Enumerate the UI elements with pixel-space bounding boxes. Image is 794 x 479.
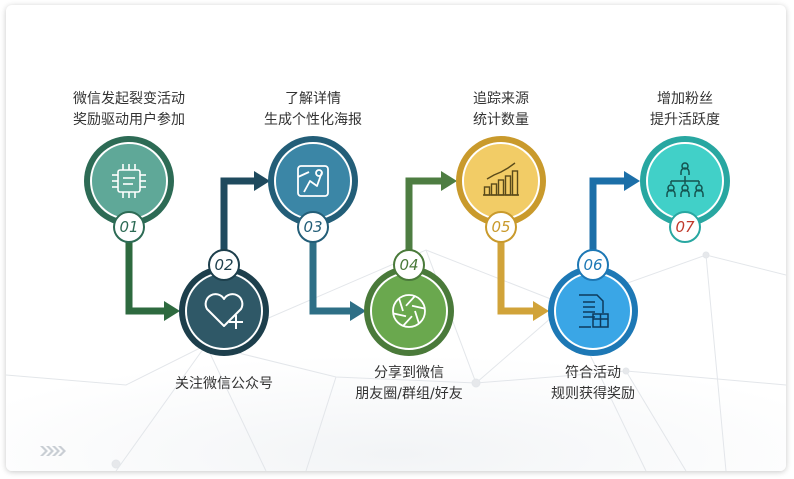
connector-arrow	[589, 171, 640, 251]
step-node: 02	[179, 249, 269, 356]
bar-chart-icon	[483, 162, 519, 196]
step-number-badge: 01	[113, 211, 145, 243]
step-number-badge: 07	[669, 211, 701, 243]
connector-arrow	[125, 241, 180, 321]
step-label-line: 追踪来源	[473, 91, 529, 107]
step-number-badge: 06	[577, 249, 609, 281]
step-number: 04	[399, 256, 418, 274]
step-label-line: 生成个性化海报	[264, 112, 362, 128]
step-label: 分享到微信朋友圈/群组/好友	[329, 363, 489, 405]
document-gift-icon	[579, 294, 609, 328]
step-label-line: 朋友圈/群组/好友	[355, 386, 463, 402]
step-node: 06	[548, 249, 638, 356]
step-number: 01	[119, 218, 138, 236]
connectors	[125, 171, 640, 321]
map-route-icon	[297, 165, 329, 197]
step-number: 03	[303, 218, 322, 236]
step-label: 增加粉丝提升活跃度	[605, 89, 765, 131]
step-label: 了解详情生成个性化海报	[233, 89, 393, 131]
step-number-badge: 04	[393, 249, 425, 281]
step-label-line: 增加粉丝	[657, 91, 713, 107]
heart-plus-icon	[204, 293, 244, 329]
step-label-line: 符合活动	[565, 365, 621, 381]
step-label-line: 规则获得奖励	[551, 386, 635, 402]
step-label-line: 提升活跃度	[650, 112, 720, 128]
aperture-icon	[392, 294, 426, 328]
step-nodes: 01 02 03 04 05 06 07	[84, 136, 730, 356]
step-number: 02	[214, 256, 233, 274]
step-number-badge: 02	[208, 249, 240, 281]
step-number-badge: 05	[485, 211, 517, 243]
connector-arrow	[220, 171, 270, 251]
step-number: 07	[675, 218, 695, 236]
step-number-badge: 03	[297, 211, 329, 243]
step-number: 06	[583, 256, 602, 274]
step-node: 04	[364, 249, 454, 356]
step-label-line: 统计数量	[473, 112, 529, 128]
connector-arrow	[309, 241, 366, 321]
step-label-line: 分享到微信	[374, 365, 444, 381]
connector-arrow	[497, 241, 549, 321]
step-label: 符合活动规则获得奖励	[513, 363, 673, 405]
connector-arrow	[405, 171, 457, 251]
diagram-canvas: 01 02 03 04 05 06 07 微信发起裂变活动奖励驱动用户参加关注微信公众号 了解…	[6, 5, 786, 471]
step-number: 05	[491, 218, 510, 236]
step-label-line: 关注微信公众号	[175, 376, 273, 392]
step-node: 07	[640, 136, 730, 243]
step-node: 05	[456, 136, 546, 243]
chevron-arrows-icon	[40, 446, 66, 456]
flow-diagram: 01 02 03 04 05 06 07	[6, 136, 786, 471]
step-label-line: 微信发起裂变活动	[73, 91, 185, 107]
org-chart-icon	[666, 162, 704, 197]
circuit-chip-icon	[112, 164, 146, 198]
step-label-line: 了解详情	[285, 91, 341, 107]
step-label: 关注微信公众号	[144, 374, 304, 395]
step-label-line: 奖励驱动用户参加	[73, 112, 185, 128]
step-node: 03	[268, 136, 358, 243]
step-label: 微信发起裂变活动奖励驱动用户参加	[49, 89, 209, 131]
step-label: 追踪来源统计数量	[421, 89, 581, 131]
step-node: 01	[84, 136, 174, 243]
